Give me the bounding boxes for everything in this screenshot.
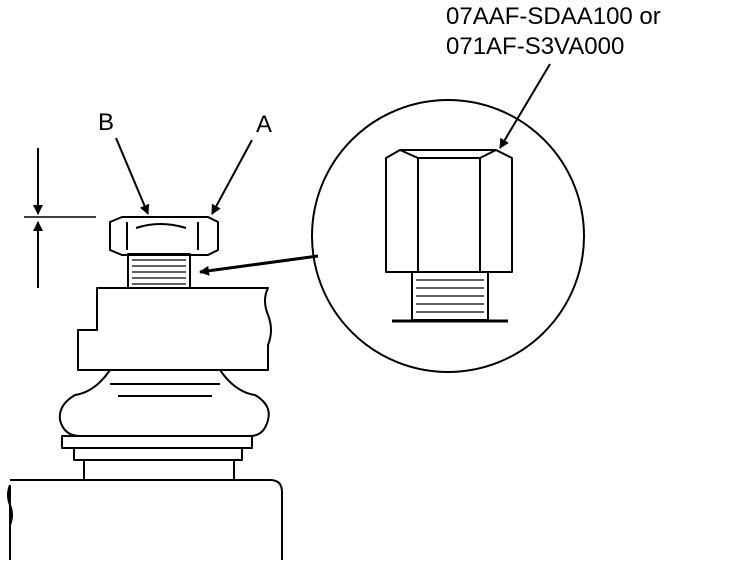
part-number-line-1: 07AAF-SDAA100 or xyxy=(446,3,661,30)
detail-pointer-arrow xyxy=(199,254,319,276)
leader-part-number xyxy=(499,63,551,149)
label-b: B xyxy=(98,109,114,136)
threaded-stud xyxy=(127,253,191,289)
upper-mount xyxy=(77,287,272,371)
shock-body xyxy=(7,479,283,560)
label-a: A xyxy=(256,111,272,138)
detail-circle xyxy=(311,99,585,373)
nut-a xyxy=(109,216,219,256)
height-measurement xyxy=(24,148,96,288)
boot-base-ring xyxy=(61,435,253,481)
special-tool xyxy=(385,149,513,273)
part-number-line-2: 071AF-S3VA000 xyxy=(446,33,624,60)
leader-a xyxy=(211,139,253,215)
tool-thread xyxy=(411,271,489,321)
leader-b xyxy=(115,137,150,215)
rubber-boot xyxy=(58,369,270,437)
